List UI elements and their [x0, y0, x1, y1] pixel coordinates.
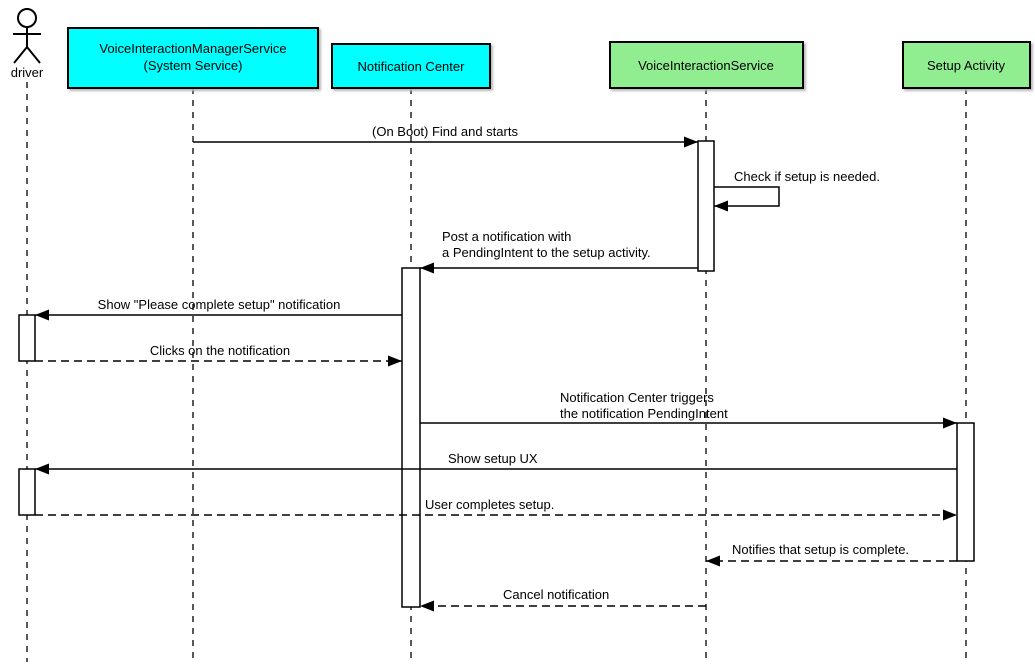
- message-clicks-notification-label: Clicks on the notification: [150, 343, 290, 358]
- message-check-setup: Check if setup is needed.: [714, 169, 880, 212]
- actor-head: [17, 8, 37, 28]
- participant-vis: VoiceInteractionService: [609, 41, 804, 89]
- participant-setup-activity: Setup Activity: [902, 41, 1031, 89]
- message-notifies-setup-complete: Notifies that setup is complete.: [706, 542, 957, 567]
- participant-setup-activity-label: Setup Activity: [927, 58, 1006, 73]
- participant-vis-box: [609, 41, 804, 89]
- activation-driver-2: [18, 468, 36, 516]
- message-cancel-notification: Cancel notification: [420, 587, 706, 612]
- participant-vims-label-line2: (System Service): [144, 58, 243, 73]
- actor-driver-label: driver: [11, 65, 44, 80]
- actor-leg-left: [13, 46, 28, 64]
- message-show-notification: Show "Please complete setup" notificatio…: [35, 297, 402, 321]
- message-triggers-pending-intent-label-line1: Notification Center triggers: [560, 390, 714, 405]
- participant-notification-center-label: Notification Center: [358, 59, 466, 74]
- participant-vims-box: [67, 27, 319, 89]
- message-post-notification: Post a notification with a PendingIntent…: [420, 229, 698, 274]
- message-show-setup-ux: Show setup UX: [35, 451, 957, 475]
- message-check-setup-label: Check if setup is needed.: [734, 169, 880, 184]
- message-clicks-notification: Clicks on the notification: [35, 343, 402, 367]
- message-triggers-pending-intent: Notification Center triggers the notific…: [420, 390, 957, 429]
- message-user-completes-setup: User completes setup.: [35, 497, 957, 521]
- activation-setup-activity: [956, 422, 975, 562]
- message-check-setup-arrow: [714, 186, 780, 212]
- activation-notification-center: [401, 267, 421, 608]
- activation-driver-1: [18, 314, 36, 362]
- participant-vims: VoiceInteractionManagerService (System S…: [67, 27, 319, 89]
- message-show-setup-ux-label: Show setup UX: [448, 451, 538, 466]
- participant-setup-activity-box: [902, 41, 1031, 89]
- message-post-notification-label-line2: a PendingIntent to the setup activity.: [442, 245, 651, 260]
- message-find-and-starts: (On Boot) Find and starts: [193, 124, 698, 148]
- participant-vims-label-line1: VoiceInteractionManagerService: [99, 41, 286, 56]
- activation-vis: [697, 140, 715, 272]
- actor-driver: driver: [11, 8, 44, 80]
- message-find-and-starts-label: (On Boot) Find and starts: [372, 124, 518, 139]
- message-show-notification-label: Show "Please complete setup" notificatio…: [98, 297, 341, 312]
- message-triggers-pending-intent-label-line2: the notification PendingIntent: [560, 406, 728, 421]
- message-notifies-setup-complete-label: Notifies that setup is complete.: [732, 542, 909, 557]
- participant-notification-center: Notification Center: [331, 43, 491, 89]
- message-user-completes-setup-label: User completes setup.: [425, 497, 554, 512]
- participant-vis-label: VoiceInteractionService: [638, 58, 774, 73]
- participant-notification-center-box: [331, 43, 491, 89]
- message-post-notification-label-line1: Post a notification with: [442, 229, 571, 244]
- actor-leg-right: [26, 46, 41, 64]
- message-cancel-notification-label: Cancel notification: [503, 587, 609, 602]
